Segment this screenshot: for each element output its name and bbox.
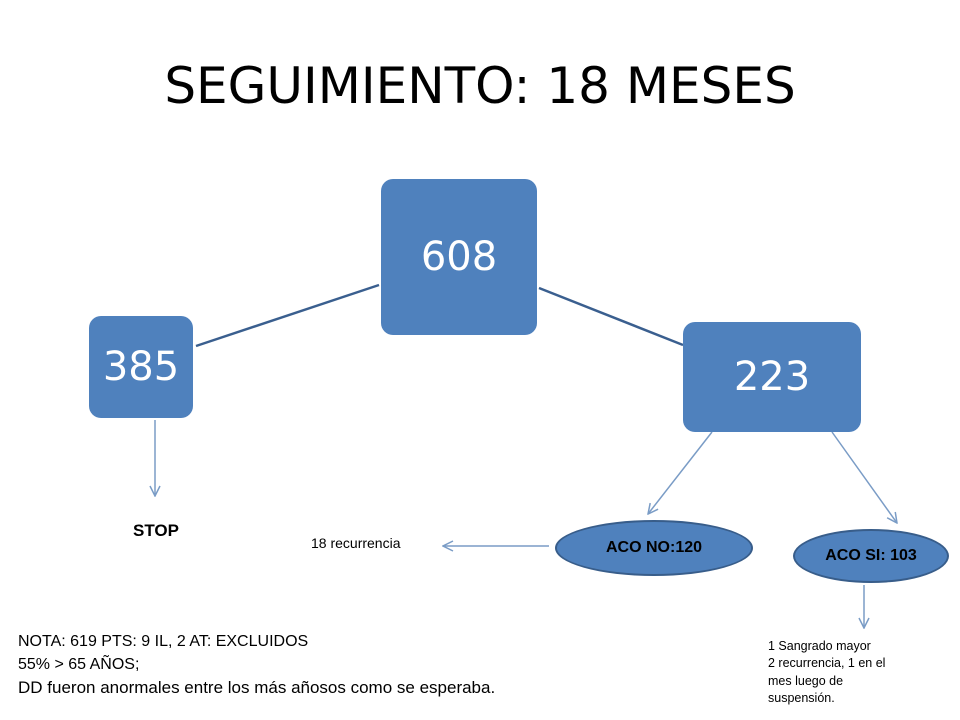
arrow-223-aco-no <box>648 431 713 514</box>
page-title: SEGUIMIENTO: 18 MESES <box>164 57 796 115</box>
aco-no-result: 18 recurrencia <box>311 535 401 551</box>
node-aco-no: ACO NO:120 <box>555 520 753 576</box>
node-385: 385 <box>89 316 193 418</box>
aco-si-result-line: 1 Sangrado mayor <box>768 639 871 653</box>
aco-si-label: ACO SI: 103 <box>825 547 917 564</box>
aco-si-result: 1 Sangrado mayor 2 recurrencia, 1 en el … <box>768 638 918 707</box>
aco-si-result-line: suspensión. <box>768 690 835 705</box>
footnote-line-3: DD fueron anormales entre los más añosos… <box>18 678 496 698</box>
aco-si-result-line: mes luego de <box>768 673 844 688</box>
node-aco-si: ACO SI: 103 <box>793 529 949 583</box>
footnote: NOTA: 619 PTS: 9 IL, 2 AT: EXCLUIDOS 55%… <box>18 630 495 701</box>
footnote-line-1: NOTA: 619 PTS: 9 IL, 2 AT: EXCLUIDOS <box>18 633 309 650</box>
connector-608-223 <box>538 286 684 347</box>
arrow-223-aco-si <box>831 431 897 523</box>
aco-no-label: ACO NO:120 <box>605 539 703 556</box>
stop-label: STOP <box>133 521 179 540</box>
node-608: 608 <box>381 179 537 335</box>
footnote-line-2: 55% > 65 AÑOS; <box>18 656 140 674</box>
aco-si-result-line: 2 recurrencia, 1 en el <box>768 656 886 671</box>
connector-608-385 <box>195 283 380 348</box>
node-223: 223 <box>683 322 861 432</box>
